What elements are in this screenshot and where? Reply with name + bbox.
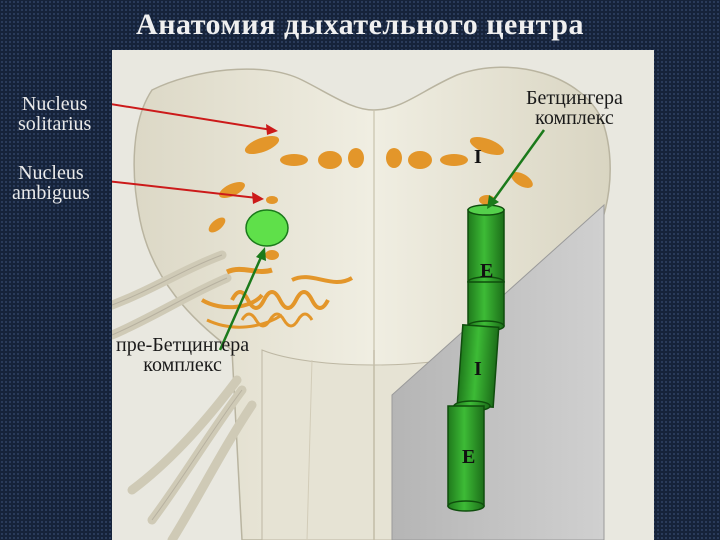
segment-label-inspiratory-2: I: [474, 358, 482, 380]
label-botzinger-complex: Бетцингера комплекс: [526, 87, 623, 129]
slide-title: Анатомия дыхательного центра: [136, 8, 584, 41]
segment-label-inspiratory-1: I: [474, 146, 482, 168]
brainstem-illustration: [112, 50, 654, 540]
segment-label-expiratory-1: E: [480, 260, 494, 282]
pre-botzinger-nucleus: [245, 209, 289, 247]
label-pre-botzinger-complex: пре-Бетцингера комплекс: [116, 334, 250, 376]
orange-nuclei: [200, 135, 533, 329]
label-nucleus-ambiguus: Nucleus ambiguus: [12, 162, 90, 204]
gray-panel: [391, 203, 605, 540]
label-nucleus-solitarius: Nucleus solitarius: [18, 93, 92, 135]
inferior-olive: [230, 290, 330, 310]
annotation-arrows: [112, 103, 546, 351]
segment-label-expiratory-2: E: [462, 446, 476, 468]
respiratory-column: [447, 204, 505, 512]
